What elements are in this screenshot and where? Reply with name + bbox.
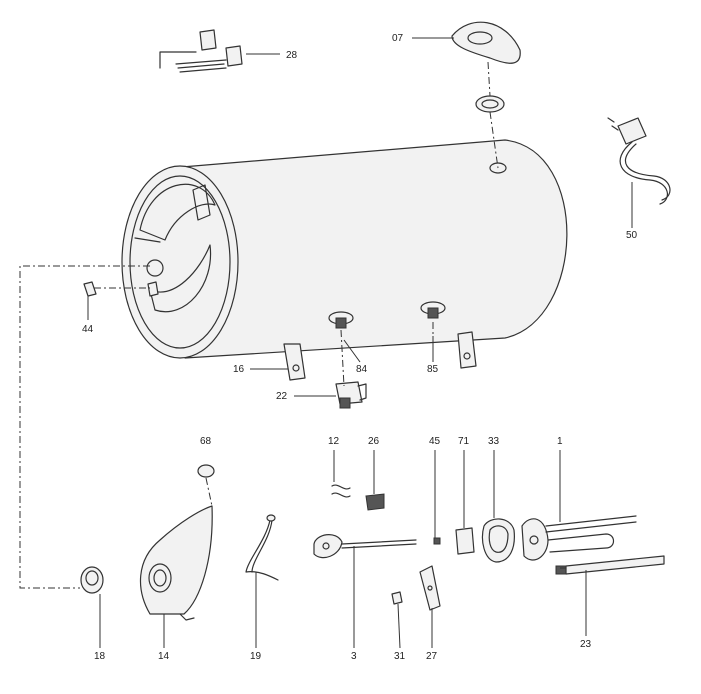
callout-33: 33 <box>488 436 500 447</box>
callout-3: 3 <box>351 651 357 662</box>
callout-84: 84 <box>356 364 368 375</box>
callout-50: 50 <box>626 230 638 241</box>
callout-27: 27 <box>426 651 438 662</box>
callout-07: 07 <box>392 33 404 44</box>
inlet-pipe-connection <box>328 311 354 329</box>
thermostat-knob <box>80 566 104 594</box>
magnesium-anode <box>555 555 665 575</box>
callout-31: 31 <box>394 651 406 662</box>
callout-71: 71 <box>458 436 470 447</box>
callout-leaders <box>87 37 633 649</box>
callout-1: 1 <box>557 436 563 447</box>
thermal-cutout-spring <box>331 484 351 498</box>
callout-45: 45 <box>429 436 441 447</box>
callout-44: 44 <box>82 324 94 335</box>
outlet-pipe-connection <box>420 301 446 319</box>
heating-element <box>521 515 637 561</box>
indicator-lens <box>197 464 215 478</box>
callout-12: 12 <box>328 436 340 447</box>
tank-foot-right <box>457 331 477 369</box>
top-cover-cap <box>451 21 521 64</box>
thermostat-clip <box>83 281 97 297</box>
callout-18: 18 <box>94 651 106 662</box>
side-cover <box>139 505 213 621</box>
thermostat <box>313 534 417 559</box>
tank-clip-mount <box>147 281 159 297</box>
safety-valve <box>335 381 367 409</box>
callout-28: 28 <box>286 50 298 61</box>
callout-16: 16 <box>233 364 245 375</box>
nut <box>391 591 403 605</box>
power-cable-with-plug <box>607 117 671 205</box>
flange-gasket <box>481 518 515 563</box>
wall-mounting-kit <box>159 29 243 73</box>
callout-labels: 07 28 50 44 16 84 85 22 68 12 26 45 71 3… <box>82 33 638 662</box>
callout-26: 26 <box>368 436 380 447</box>
mounting-bracket <box>419 565 441 611</box>
callout-22: 22 <box>276 391 288 402</box>
top-cover-gasket <box>475 95 505 113</box>
water-heater-tank <box>121 139 568 359</box>
callout-14: 14 <box>158 651 170 662</box>
callout-23: 23 <box>580 639 592 650</box>
callout-68: 68 <box>200 436 212 447</box>
callout-19: 19 <box>250 651 262 662</box>
screw <box>433 537 441 545</box>
assembly-guide-lines <box>19 61 566 589</box>
wiring-harness <box>245 514 279 581</box>
callout-85: 85 <box>427 364 439 375</box>
anode-holder <box>455 527 475 555</box>
tank-foot-left <box>283 343 306 381</box>
terminal-block <box>365 493 385 511</box>
